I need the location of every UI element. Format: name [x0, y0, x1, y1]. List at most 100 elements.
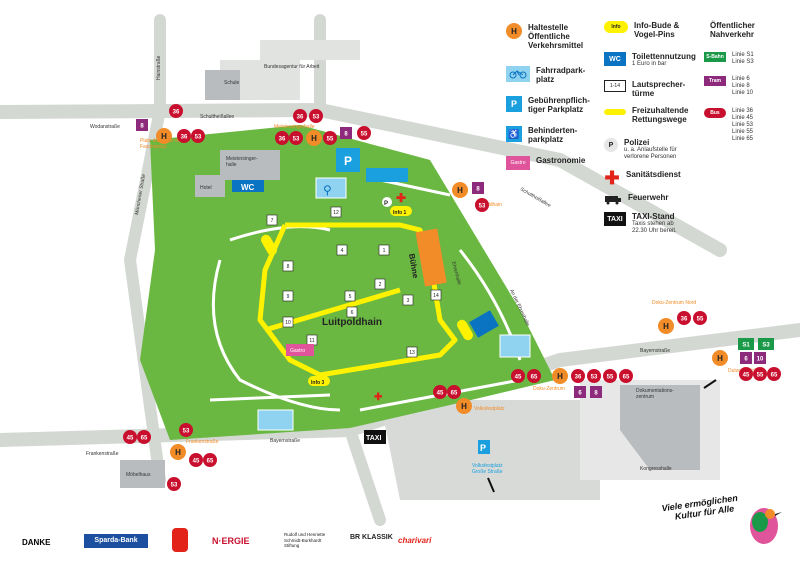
tram-lines: Linie 6 Linie 8 Linie 10	[732, 76, 754, 96]
legend-fahrrad: Fahrradpark- platz	[506, 66, 585, 84]
street-schultheissallee: Schultheißallee	[200, 114, 234, 120]
speaker-tower-10: 10	[282, 316, 294, 328]
building-labels: Bundesagentur für Arbeit Schule Meisters…	[126, 64, 674, 478]
svg-text:55: 55	[757, 373, 764, 379]
bike-parks	[257, 177, 531, 431]
arrow-parking	[487, 477, 495, 493]
stop-label-doku: Doku-Zentrum	[533, 386, 565, 392]
legend-behinderten: ♿ Behinderten- parkplatz	[506, 126, 577, 144]
bus-36-marker: 36	[677, 311, 691, 325]
stop-frankenstrasse: H	[170, 444, 186, 460]
police-icon: P	[604, 138, 618, 152]
speaker-tower-7: 7	[266, 214, 278, 226]
legend-taxi-sub: Taxis stehen ab 22.30 Uhr bereit.	[632, 221, 677, 234]
svg-text:36: 36	[575, 375, 582, 381]
taxi-icon: TAXI	[604, 212, 626, 226]
svg-text:10: 10	[757, 357, 764, 363]
speaker-tower-9: 9	[282, 290, 294, 302]
legend-info-label: Info-Bude & Vogel-Pins	[634, 21, 680, 39]
sponsor-sparda: Sparda-Bank	[84, 534, 148, 548]
stop-doku: H	[552, 368, 568, 384]
label-bundesagentur: Bundesagentur für Arbeit	[264, 64, 320, 70]
stop-luitpoldhain: H	[452, 182, 468, 198]
label-moebelhaus: Möbelhaus	[126, 472, 151, 478]
svg-text:13: 13	[409, 350, 415, 356]
wc-icon-2	[469, 310, 499, 338]
bus-53-marker: 53	[179, 423, 193, 437]
legend-parkplatz: P Gebührenpflich- tiger Parkplatz	[506, 96, 590, 114]
svg-text:H: H	[461, 402, 467, 411]
stop-dutzendteich: H	[712, 350, 728, 366]
taxi-label: TAXI	[366, 435, 381, 442]
bus-45-marker: 45	[433, 385, 447, 399]
speaker-tower-12: 12	[330, 206, 342, 218]
park-name: Luitpoldhain	[322, 317, 382, 328]
svg-text:65: 65	[771, 373, 778, 379]
svg-text:6: 6	[578, 391, 582, 397]
svg-text:11: 11	[309, 338, 314, 344]
bus-53-marker: 53	[167, 477, 181, 491]
park-area	[140, 125, 555, 440]
svg-text:55: 55	[327, 137, 334, 143]
bus-45-marker: 45	[123, 430, 137, 444]
svg-text:55: 55	[607, 375, 614, 381]
bus-45-marker: 45	[511, 369, 525, 383]
legend-lautsprecher: 1-14 Lautsprecher- türme	[604, 80, 685, 98]
bus-53-marker: 53	[191, 129, 205, 143]
svg-text:55: 55	[697, 317, 704, 323]
bus-badge: Bus	[704, 108, 726, 118]
svg-text:45: 45	[743, 373, 750, 379]
legend-wc: WC Toilettennutzung 1 Euro in bar	[604, 52, 696, 68]
wc-icon-1	[232, 180, 264, 192]
sbahn-badge: S-Bahn	[704, 52, 726, 62]
speaker-tower-4: 4	[336, 244, 348, 256]
stop-meistersingerhalle: H	[306, 130, 322, 146]
first-aid-icon-1: ✚	[396, 191, 406, 205]
route-line-icon	[604, 109, 626, 115]
fire-truck-icon	[604, 193, 622, 205]
tram-8-marker: 8	[136, 119, 148, 131]
legend-taxi-label: TAXI-Stand	[632, 212, 675, 221]
svg-text:53: 53	[195, 135, 202, 141]
bus-36-marker: 36	[177, 129, 191, 143]
bus-53-marker: 53	[475, 198, 489, 212]
sponsor-nergie: N·ERGIE	[212, 536, 250, 546]
legend-sanitaet: ✚ Sanitätsdienst	[604, 169, 680, 187]
svg-text:H: H	[311, 134, 317, 143]
bike-icon-1: ⚲	[323, 183, 332, 197]
stop-label-volksfestplatz: Volksfestplatz	[474, 406, 505, 412]
tram-8-marker: 8	[590, 386, 602, 398]
bus-55-marker: 55	[323, 131, 337, 145]
svg-text:2: 2	[379, 282, 382, 288]
svg-text:1: 1	[383, 248, 386, 254]
tram-10-marker: 10	[754, 352, 766, 364]
speaker-tower-1: 1	[378, 244, 390, 256]
buildings	[120, 70, 700, 488]
stop-label-doku-nord: Doku-Zentrum Nord	[652, 300, 696, 306]
parking-icon-volksfestplatz	[478, 440, 490, 454]
stop-platz-opfer: H	[156, 128, 172, 144]
svg-text:45: 45	[127, 436, 134, 442]
bus-lines: Linie 36 Linie 45 Linie 53 Linie 55 Lini…	[732, 108, 754, 142]
legend-oepnv: Öffentlicher Nahverkehr	[710, 21, 755, 39]
label-doku: Dokumentations-zentrum	[636, 388, 674, 400]
svg-text:12: 12	[333, 210, 339, 216]
parking-letter: P	[344, 154, 352, 168]
bus-53-marker: 53	[289, 131, 303, 145]
tram-8-marker: 8	[472, 182, 484, 194]
bus-55-marker: 55	[753, 367, 767, 381]
svg-text:53: 53	[171, 483, 178, 489]
legend-info: Info Info-Bude & Vogel-Pins	[604, 21, 679, 39]
svg-text:36: 36	[173, 110, 180, 116]
lot-bundesagentur	[260, 40, 360, 60]
bus-36-marker: 36	[293, 109, 307, 123]
svg-text:S1: S1	[742, 343, 750, 349]
svg-text:6: 6	[351, 310, 354, 316]
svg-text:65: 65	[207, 459, 214, 465]
sponsor-br: BR KLASSIK	[350, 534, 393, 541]
svg-text:53: 53	[479, 204, 486, 210]
